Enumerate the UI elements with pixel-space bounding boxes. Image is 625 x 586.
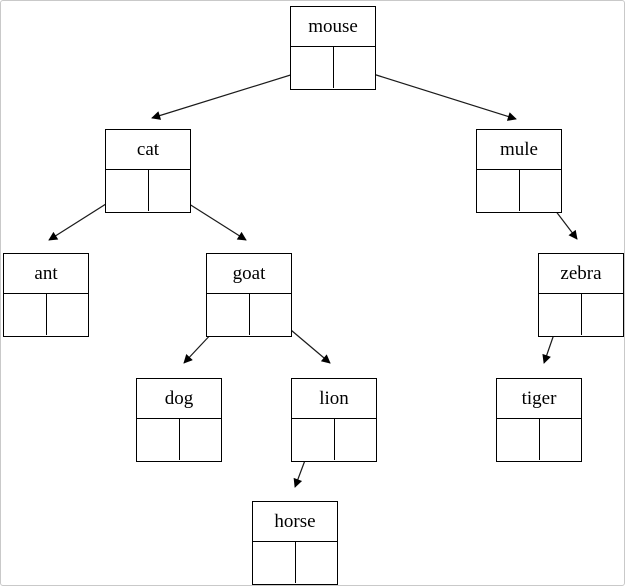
tree-node-dog: dog <box>136 378 222 462</box>
right-pointer-cell <box>520 170 562 211</box>
left-pointer-cell <box>137 419 180 460</box>
left-pointer-cell <box>106 170 149 211</box>
pointer-cells <box>253 542 337 583</box>
tree-node-goat: goat <box>206 253 292 337</box>
node-label: mouse <box>291 7 375 47</box>
edge-arrow-mouse-mule <box>353 67 517 121</box>
node-label: lion <box>292 379 376 419</box>
tree-node-zebra: zebra <box>538 253 624 337</box>
left-pointer-cell <box>497 419 540 460</box>
pointer-cells <box>4 294 88 335</box>
left-pointer-cell <box>207 294 250 335</box>
left-pointer-cell <box>292 419 335 460</box>
node-label: zebra <box>539 254 623 294</box>
right-pointer-cell <box>296 542 338 583</box>
right-pointer-cell <box>335 419 377 460</box>
right-pointer-cell <box>47 294 89 335</box>
tree-node-tiger: tiger <box>496 378 582 462</box>
node-label: mule <box>477 130 561 170</box>
tree-node-lion: lion <box>291 378 377 462</box>
right-pointer-cell <box>582 294 624 335</box>
right-pointer-cell <box>540 419 582 460</box>
left-pointer-cell <box>291 47 334 88</box>
tree-node-mule: mule <box>476 129 562 213</box>
node-label: cat <box>106 130 190 170</box>
pointer-cells <box>137 419 221 460</box>
edge-arrow-mouse-cat <box>151 67 314 120</box>
tree-node-mouse: mouse <box>290 6 376 90</box>
node-label: dog <box>137 379 221 419</box>
left-pointer-cell <box>477 170 520 211</box>
node-label: goat <box>207 254 291 294</box>
pointer-cells <box>477 170 561 211</box>
left-pointer-cell <box>4 294 47 335</box>
node-label: horse <box>253 502 337 542</box>
node-label: tiger <box>497 379 581 419</box>
node-label: ant <box>4 254 88 294</box>
pointer-cells <box>207 294 291 335</box>
pointer-cells <box>106 170 190 211</box>
tree-node-ant: ant <box>3 253 89 337</box>
right-pointer-cell <box>334 47 376 88</box>
right-pointer-cell <box>180 419 222 460</box>
left-pointer-cell <box>253 542 296 583</box>
right-pointer-cell <box>250 294 292 335</box>
pointer-cells <box>292 419 376 460</box>
pointer-cells <box>291 47 375 88</box>
tree-node-cat: cat <box>105 129 191 213</box>
tree-node-horse: horse <box>252 501 338 585</box>
left-pointer-cell <box>539 294 582 335</box>
right-pointer-cell <box>149 170 191 211</box>
pointer-cells <box>539 294 623 335</box>
pointer-cells <box>497 419 581 460</box>
